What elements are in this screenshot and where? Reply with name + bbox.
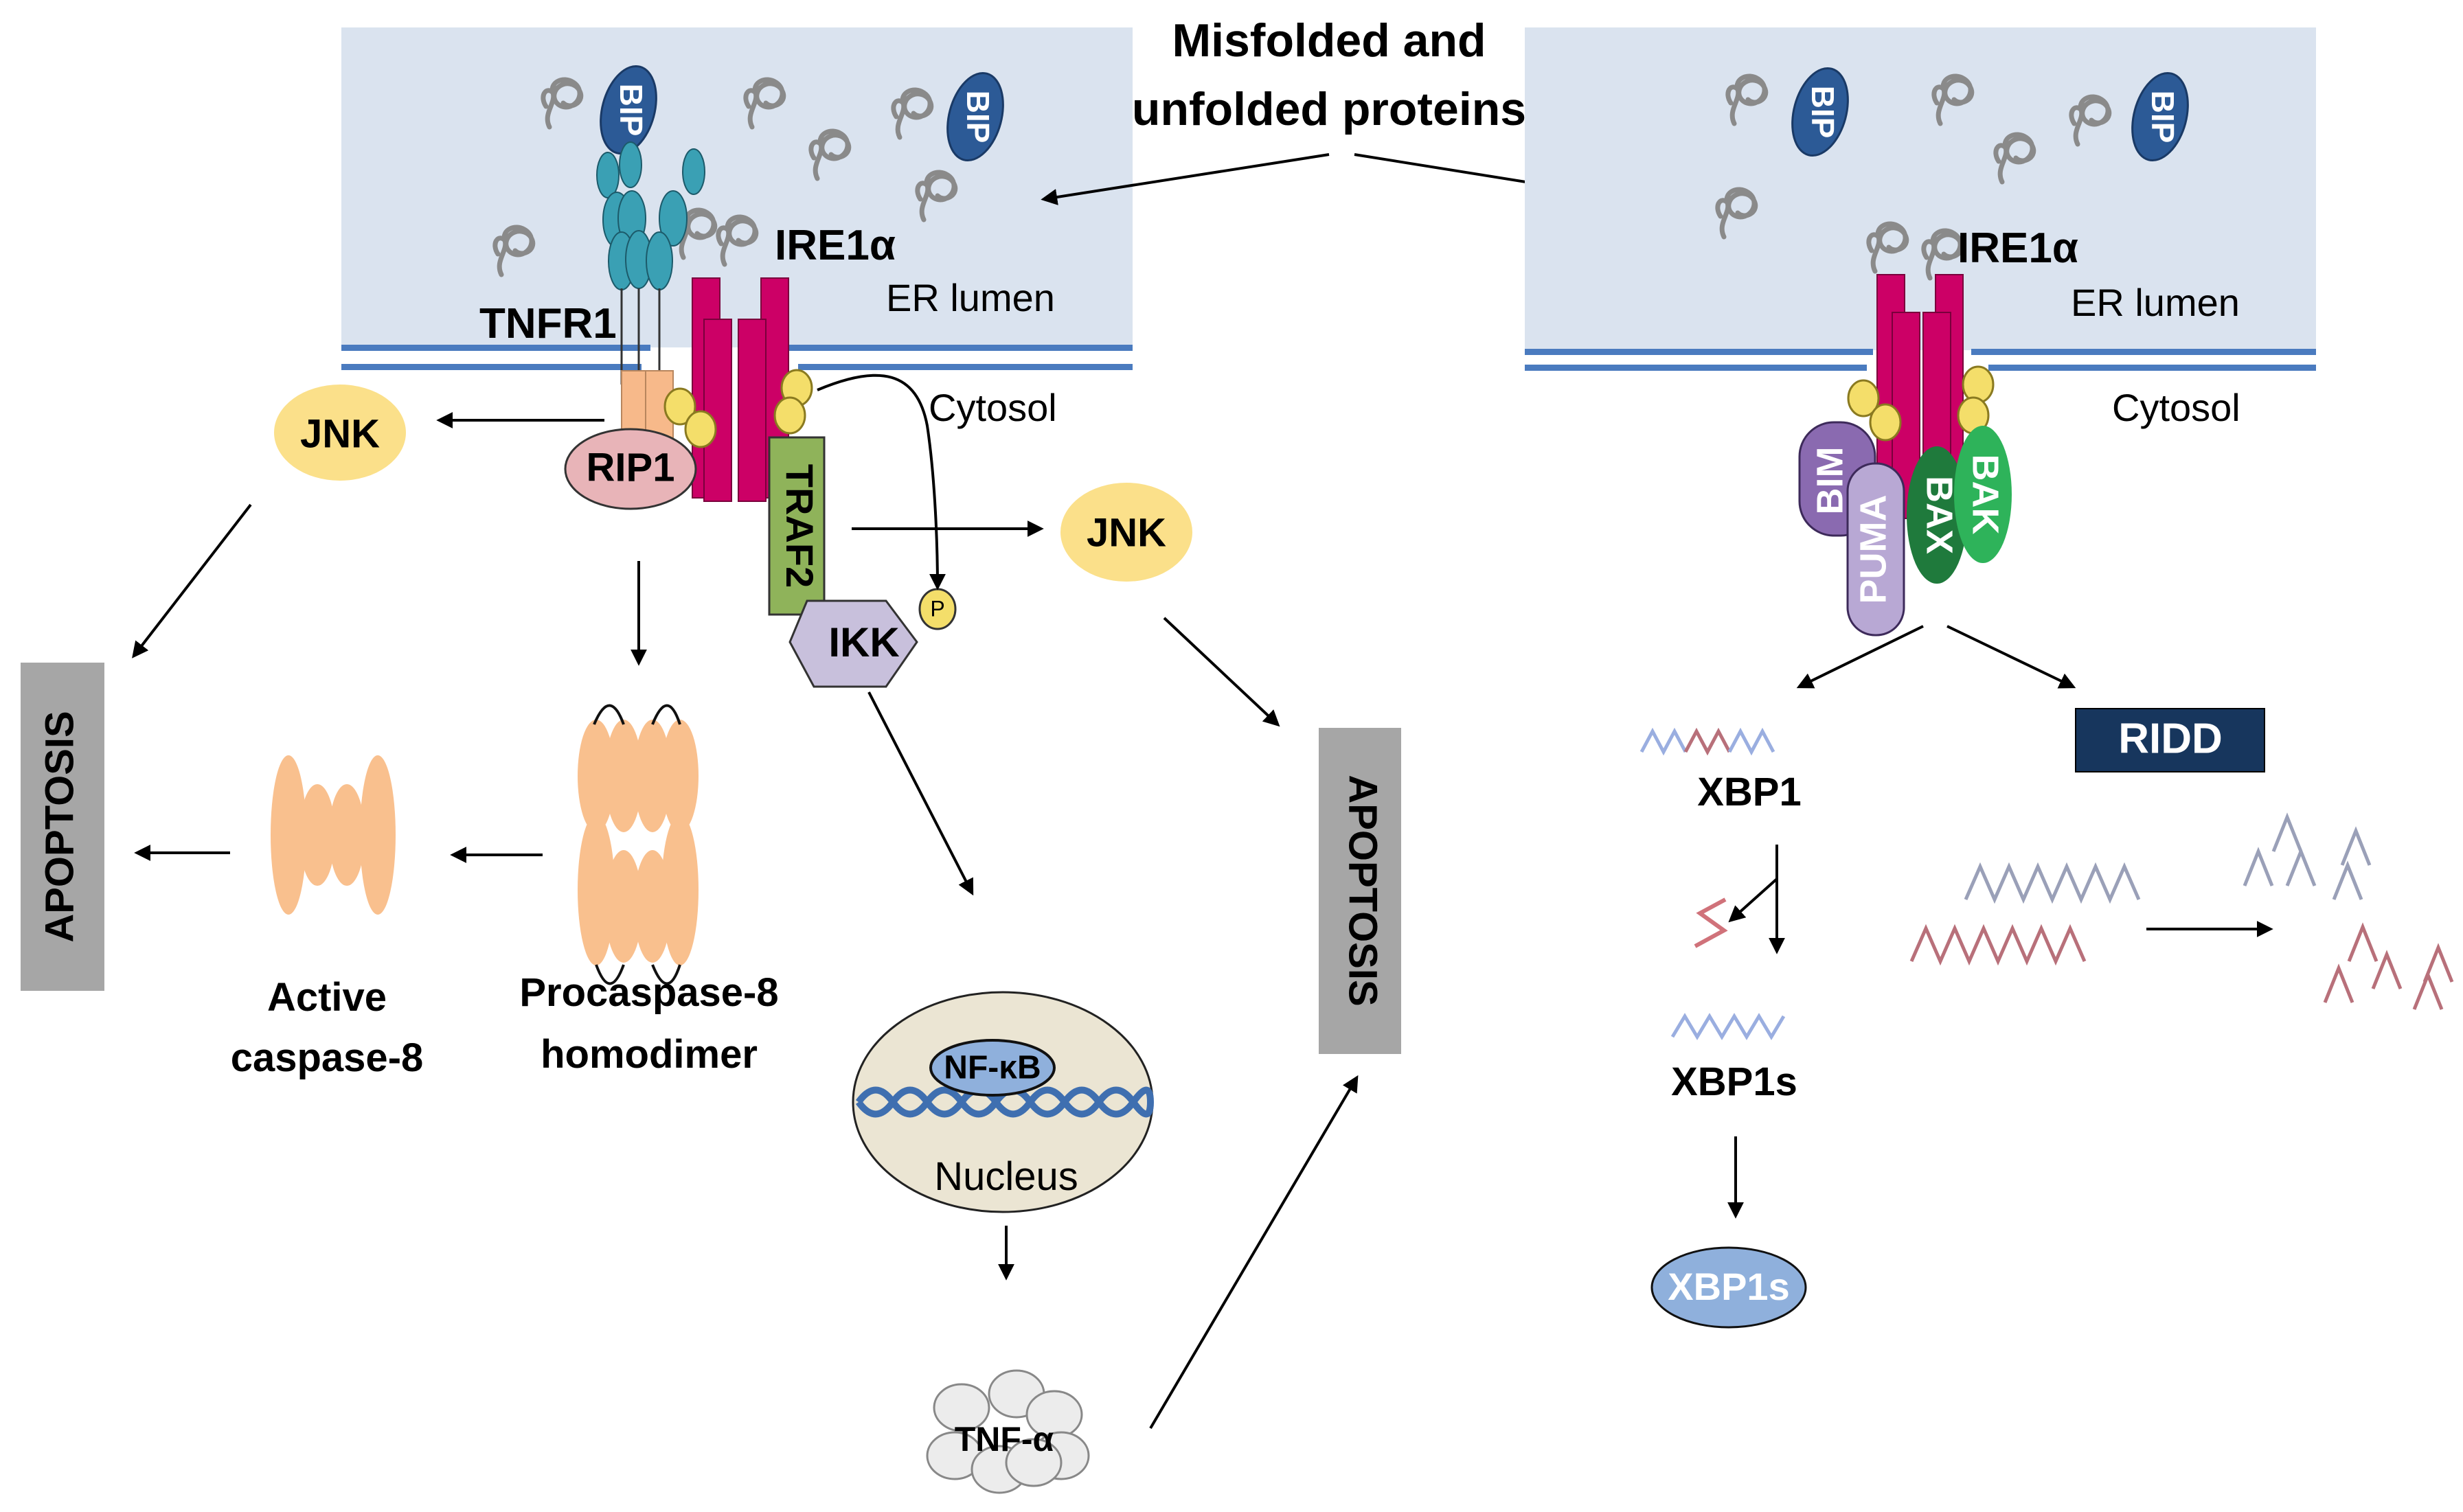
arrow-jnk-to-apoptosis-left [132,503,252,658]
title-line-2: unfolded proteins [1132,83,1526,135]
active-caspase-8-icon [271,755,396,915]
xbp1-mrna-icon [1639,727,1775,756]
cytosol-label-left: Cytosol [929,386,1057,429]
er-lumen-white-gap [341,351,1133,364]
svg-text:BAK: BAK [1965,455,2006,535]
nucleus-label: Nucleus [934,1154,1078,1199]
title-block: Misfolded and unfolded proteins [1041,14,1645,207]
ridd-mrna-red [1909,924,2087,966]
left-panel: BIP BIP TNFR1 [21,27,1401,1494]
er-membrane-outer-left-a [341,345,650,351]
svg-text:TNF-α: TNF-α [955,1420,1054,1458]
degraded-mrna-fragments [2243,812,2454,1010]
svg-text:RIDD: RIDD [2118,715,2223,762]
bip-protein-right-2: BIP [2131,71,2189,162]
er-membrane-inner-right-b [1988,365,2316,371]
phospho-ikk: P [918,588,957,630]
apoptosis-box-right: APOPTOSIS [1319,728,1401,1054]
arrow-ire1-to-ikk [817,374,946,591]
puma-protein: PUMA [1846,462,1905,637]
arrow-ire1-to-ridd [1946,625,2076,689]
ridd-mrna-grey [1964,862,2141,904]
traf2-protein: TRAF2 [768,436,826,616]
bip-protein-left-2: BIP [946,71,1004,162]
arrow-xbp1-to-intron [1728,878,1778,923]
jnk-right: JNK [1060,483,1192,582]
er-membrane-inner-left-a [341,364,642,370]
nfkb-label: NF-κB [944,1050,1041,1086]
arrow-tnfa-to-apoptosis [1149,1075,1359,1430]
svg-text:BIP: BIP [1805,86,1841,139]
phospho-group-right [1847,365,1995,442]
ire1a-label-left: IRE1α [775,222,896,269]
er-lumen-region-right [1525,27,2316,350]
bak-protein: BAK [1954,426,2012,563]
right-panel: BIP BIP IRE1α ER lumen Cytosol BIM PUMA [1525,27,2454,1329]
er-membrane-outer-right-a [1525,349,1873,355]
bip-protein-right-1: BIP [1791,67,1849,157]
nfkb-protein [929,1039,1056,1097]
ire1a-label-right: IRE1α [1957,225,2078,272]
er-lumen-region-left [341,27,1133,347]
svg-text:JNK: JNK [300,411,380,456]
apoptosis-box-left: APOPTOSIS [21,663,104,991]
ridd-box: RIDD [2075,708,2265,772]
active-caspase-label-2: caspase-8 [231,1035,424,1080]
jnk-left: JNK [274,385,406,481]
rip1-protein: RIP1 [564,428,697,510]
tnfr1-label: TNFR1 [479,300,617,347]
bax-protein: BAX [1907,446,1967,584]
arrow-ikk-to-nucleus [867,691,974,896]
arrow-jnk-to-apoptosis-right [1163,617,1280,727]
bip-protein-left-1: BIP [600,65,657,155]
svg-text:P: P [930,596,944,621]
er-membrane-outer-left-b [788,345,1133,351]
svg-text:PUMA: PUMA [1852,495,1894,604]
xbp1-label: XBP1 [1697,770,1802,814]
svg-text:APOPTOSIS: APOPTOSIS [1341,775,1385,1006]
svg-text:JNK: JNK [1087,510,1166,555]
spliced-intron-icon [1694,897,1728,948]
procaspase-label-1: Procaspase-8 [519,970,778,1015]
svg-text:BIP: BIP [2145,91,2181,144]
svg-text:XBP1s: XBP1s [1668,1265,1789,1308]
svg-text:APOPTOSIS: APOPTOSIS [37,711,82,942]
svg-text:BIM: BIM [1809,447,1850,515]
er-lumen-label-right: ER lumen [2071,281,2240,324]
er-membrane-inner-left-b [798,364,1133,370]
cytosol-label-right: Cytosol [2112,386,2240,429]
tnfa-cluster: TNF-α [926,1369,1090,1494]
svg-text:BAX: BAX [1919,476,1960,554]
xbp1s-protein: XBP1s [1650,1246,1807,1329]
procaspase-label-2: homodimer [541,1032,758,1077]
ikk-protein: IKK [788,599,918,688]
svg-text:IKK: IKK [828,619,899,665]
procaspase-8-homodimer-icon [578,704,699,985]
nucleus: NF-κB Nucleus [852,991,1154,1213]
title-line-1: Misfolded and [1172,14,1486,67]
svg-text:RIP1: RIP1 [587,445,675,490]
xbp1s-mrna-icon [1670,1013,1786,1040]
tnfr1-receptor [596,141,705,440]
xbp1s-mrna-label: XBP1s [1671,1059,1797,1104]
arrow-ire1-to-xbp1 [1796,625,1924,689]
active-caspase-label-1: Active [267,975,387,1020]
phospho-group-left [663,369,813,448]
svg-text:TRAF2: TRAF2 [778,464,821,588]
svg-text:BIP: BIP [960,91,996,144]
er-membrane-inner-right-a [1525,365,1867,371]
er-lumen-label-left: ER lumen [886,276,1055,319]
svg-text:BIP: BIP [613,84,649,137]
er-membrane-outer-right-b [1971,349,2316,355]
arrow-title-to-left-er [1041,153,1330,205]
